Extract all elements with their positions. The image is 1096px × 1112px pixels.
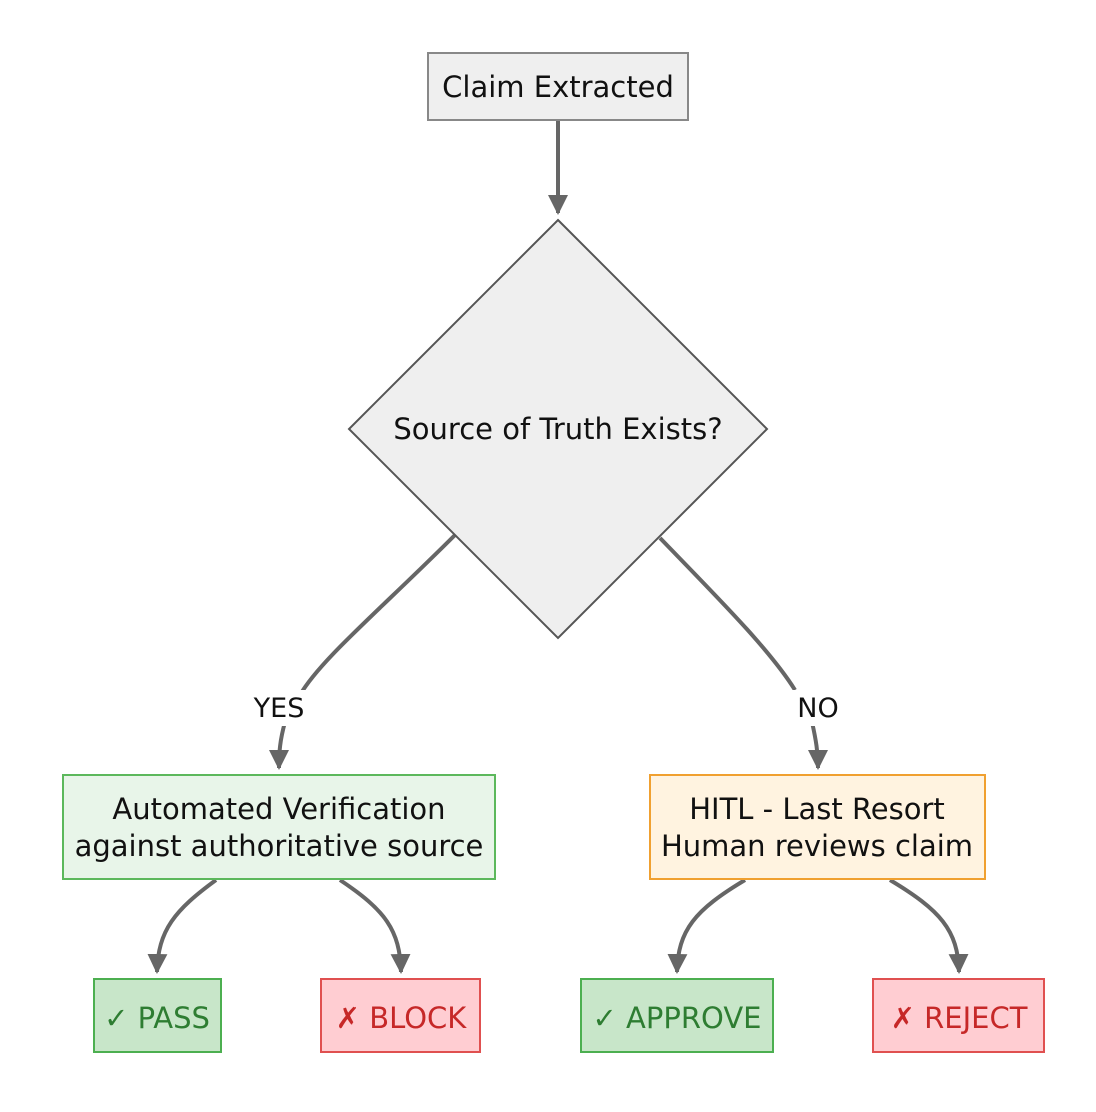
edge-automated-to-block: [338, 878, 411, 974]
decision-source-of-truth: Source of Truth Exists?: [347, 218, 769, 640]
outcome-approve: ✓ APPROVE: [580, 978, 774, 1053]
node-hitl-line-2: Human reviews claim: [661, 829, 973, 863]
edge-label-no: NO: [797, 693, 838, 724]
edge-hitl-to-reject: [888, 878, 969, 974]
outcome-block-label: ✗ BLOCK: [336, 1001, 468, 1035]
edge-label-yes: YES: [253, 693, 305, 724]
node-claim-extracted-label: Claim Extracted: [442, 70, 674, 104]
outcome-pass-label: ✓ PASS: [104, 1001, 210, 1035]
decision-source-of-truth-label: Source of Truth Exists?: [393, 412, 722, 446]
node-automated-line-2: against authoritative source: [75, 829, 484, 863]
node-hitl-line-1: HITL - Last Resort: [689, 792, 945, 826]
outcome-pass: ✓ PASS: [93, 978, 222, 1053]
edge-decision-to-hitl: [658, 536, 818, 768]
edge-hitl-to-approve: [667, 878, 747, 974]
outcome-approve-label: ✓ APPROVE: [593, 1001, 762, 1035]
outcome-block: ✗ BLOCK: [320, 978, 481, 1053]
node-automated-line-1: Automated Verification: [112, 792, 445, 826]
edge-decision-to-automated: [279, 533, 457, 768]
edge-automated-to-pass: [147, 878, 218, 974]
outcome-reject: ✗ REJECT: [872, 978, 1045, 1053]
outcome-reject-label: ✗ REJECT: [891, 1001, 1028, 1035]
node-hitl: HITL - Last Resort Human reviews claim: [649, 774, 986, 880]
node-automated-verification: Automated Verification against authorita…: [62, 774, 496, 880]
node-claim-extracted: Claim Extracted: [427, 52, 689, 121]
edges: [147, 121, 969, 974]
